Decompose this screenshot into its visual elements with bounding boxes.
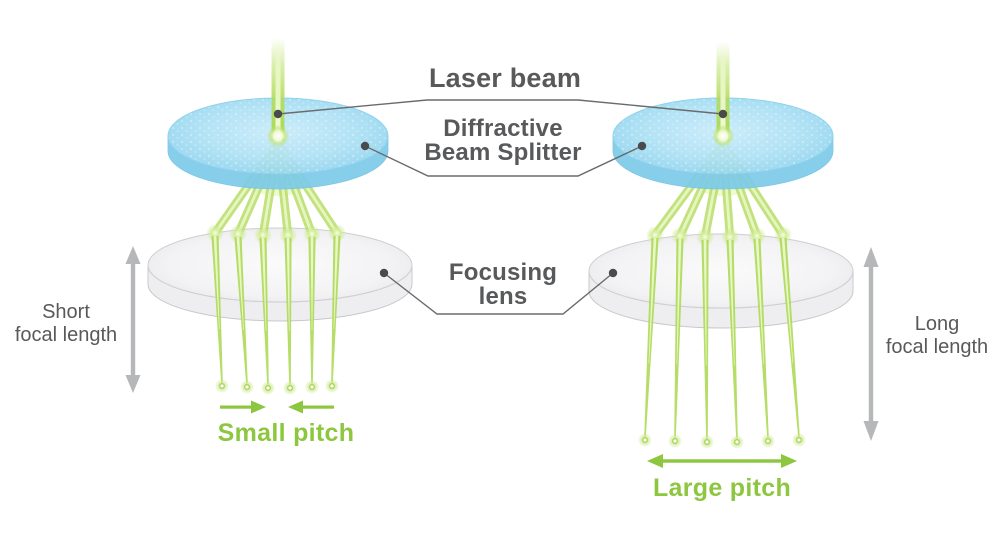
focal-point [244, 384, 250, 390]
callout-dot [379, 268, 389, 278]
focused-beam-core [261, 238, 267, 331]
long-focal-length-label: Long focal length [871, 313, 1000, 359]
callout-lines [277, 99, 724, 315]
focal-point [642, 437, 648, 443]
right-focusing-lens [588, 233, 854, 329]
focused-beam-core [310, 237, 314, 330]
left-laser-beam [266, 38, 290, 148]
callout-dot [608, 268, 618, 278]
short-focal-length-label: Short focal length [0, 301, 132, 347]
lens-spot-glow [646, 226, 664, 244]
right-laser-beam [711, 42, 735, 148]
focal-point [796, 437, 802, 443]
focal-point [704, 439, 710, 445]
focused-beam-core [703, 240, 707, 366]
focusing-lens-label-line1: Focusing [448, 259, 558, 286]
focused-beam [234, 237, 248, 384]
long-focal-length-arrow-icon [863, 247, 879, 441]
short-focal-length-label-line1: Short [42, 301, 90, 323]
lens-spot-glow [206, 224, 224, 242]
focused-beam-core [755, 239, 765, 365]
focused-beam [779, 238, 800, 437]
lens-spot-glow [279, 226, 297, 244]
focal-point [265, 385, 271, 391]
right-focused-beams [638, 238, 806, 449]
laser-beam-label: Laser beam [428, 63, 582, 93]
lens-spot-glow [774, 226, 792, 244]
focused-beam-core [333, 236, 339, 329]
left-focusing-lens [147, 227, 413, 322]
diffractive-beam-splitter-label: Diffractive Beam Splitter [378, 117, 628, 165]
lens-spot-glow [671, 227, 689, 245]
focused-beam-core [676, 239, 682, 365]
focal-point [672, 438, 678, 444]
lens-spot-glow [721, 228, 739, 246]
lens-spot-glow [303, 225, 321, 243]
laser-beam-callout-line [277, 99, 724, 115]
focused-beam [331, 236, 341, 383]
focused-beam [259, 238, 269, 385]
lens-spot-glow [696, 228, 714, 246]
focused-beam-core [781, 238, 794, 364]
focused-beam [726, 240, 738, 439]
focusing-lens-label-line2: lens [478, 283, 528, 310]
lens-spot-glow [328, 224, 346, 242]
focused-beam-core [648, 238, 657, 364]
callout-dot [273, 109, 283, 119]
focused-beam [753, 239, 769, 438]
lens-spot-glow [748, 227, 766, 245]
large-pitch-label: Large pitch [652, 474, 792, 502]
short-focal-length-arrow-icon [125, 246, 141, 393]
diffractive-beam-splitter-label-line2: Beam Splitter [424, 139, 582, 166]
lens-spot-glow [229, 225, 247, 243]
left-focused-beams [211, 236, 341, 395]
focal-point [329, 383, 335, 389]
focal-point [287, 385, 293, 391]
focused-beam [284, 238, 292, 385]
focusing-lens-callout-line [383, 272, 614, 315]
focused-beam-core [728, 240, 735, 366]
callout-dot [718, 109, 728, 119]
focal-point [765, 438, 771, 444]
focal-point [309, 384, 315, 390]
diffractive-beam-splitter-label-line1: Diffractive [443, 115, 563, 142]
focused-beam [644, 238, 659, 437]
callout-dots [273, 109, 728, 278]
focused-beam-core [236, 237, 244, 330]
large-pitch-arrow-icon [647, 454, 797, 468]
small-pitch-arrows-icon [220, 400, 334, 414]
callout-dot [360, 141, 370, 151]
callout-dot [637, 141, 647, 151]
lens-spot-glow [254, 226, 272, 244]
focused-beam [674, 239, 684, 438]
long-focal-length-label-line2: focal length [885, 336, 989, 358]
focused-beam [211, 236, 223, 383]
focused-beam [701, 240, 709, 439]
long-focal-length-label-line1: Long [914, 313, 960, 335]
beam-splitter-callout-line [364, 145, 643, 177]
short-focal-length-label-line2: focal length [14, 324, 118, 346]
focal-point [734, 439, 740, 445]
focusing-lens-label: Focusing lens [378, 261, 628, 309]
focused-beam-core [286, 238, 290, 331]
focused-beam-core [213, 236, 220, 329]
focal-point [219, 383, 225, 389]
small-pitch-label: Small pitch [217, 419, 355, 447]
